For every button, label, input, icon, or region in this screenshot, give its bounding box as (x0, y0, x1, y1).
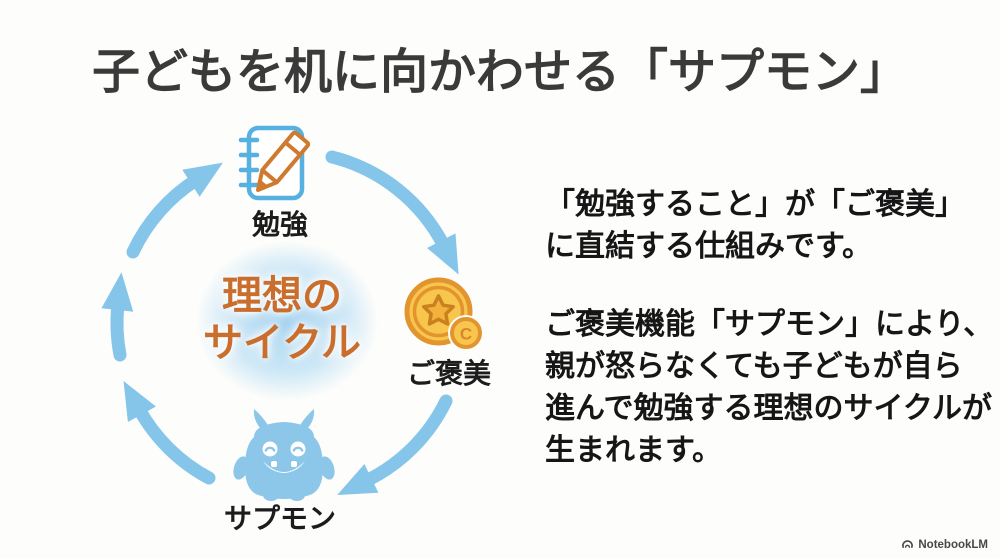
description-line: 「勉強すること」が「ご褒美」 (545, 188, 965, 221)
arrow-right-to-bottom (337, 394, 453, 495)
cycle-center-line2: サイクル (203, 321, 361, 366)
notebooklm-watermark: NotebookLM (901, 538, 988, 551)
star-icon (422, 294, 455, 326)
coin-letter: C (460, 325, 472, 344)
monster-icon (233, 409, 335, 501)
cycle-center-label: 理想の サイクル (162, 273, 402, 367)
slide-title: 子どもを机に向かわせる「サプモン」 (91, 46, 908, 99)
arrow-left-up (101, 272, 134, 362)
coin-icon: C (404, 277, 484, 351)
cycle-center-line1: 理想の (222, 274, 342, 318)
description-paragraph-2: ご褒美機能「サプモン」により、 親が怒らなくても子どもが自ら 進んで勉強する理想… (545, 304, 995, 472)
arrow-top-to-right (325, 150, 459, 275)
description-line: ご褒美機能「サプモン」により、 (545, 308, 994, 341)
cycle-node-label-study: 勉強 (251, 209, 308, 240)
cycle-node-label-sapumon: サプモン (223, 503, 336, 534)
description-paragraph-1: 「勉強すること」が「ご褒美」 に直結する仕組みです。 (545, 184, 995, 268)
cycle-arrows (101, 150, 459, 495)
description-line: に直結する仕組みです。 (545, 230, 872, 263)
arrow-bottom-to-left (123, 380, 216, 485)
notebook-pencil-icon (238, 125, 311, 201)
cycle-graphic: C (101, 125, 484, 501)
watermark-label: NotebookLM (918, 538, 988, 551)
description-line: 親が怒らなくても子どもが自ら (545, 350, 963, 383)
arrow-left-to-top (126, 162, 223, 259)
cycle-diagram: C (60, 105, 530, 555)
description-line: 生まれます。 (545, 434, 722, 467)
cycle-node-label-reward: ご褒美 (406, 358, 491, 389)
cycle-center-glow (164, 213, 410, 429)
notebooklm-logo-icon (902, 540, 914, 549)
description: 「勉強すること」が「ご褒美」 に直結する仕組みです。 ご褒美機能「サプモン」によ… (545, 184, 995, 472)
description-line: 進んで勉強する理想のサイクルが (545, 392, 992, 425)
